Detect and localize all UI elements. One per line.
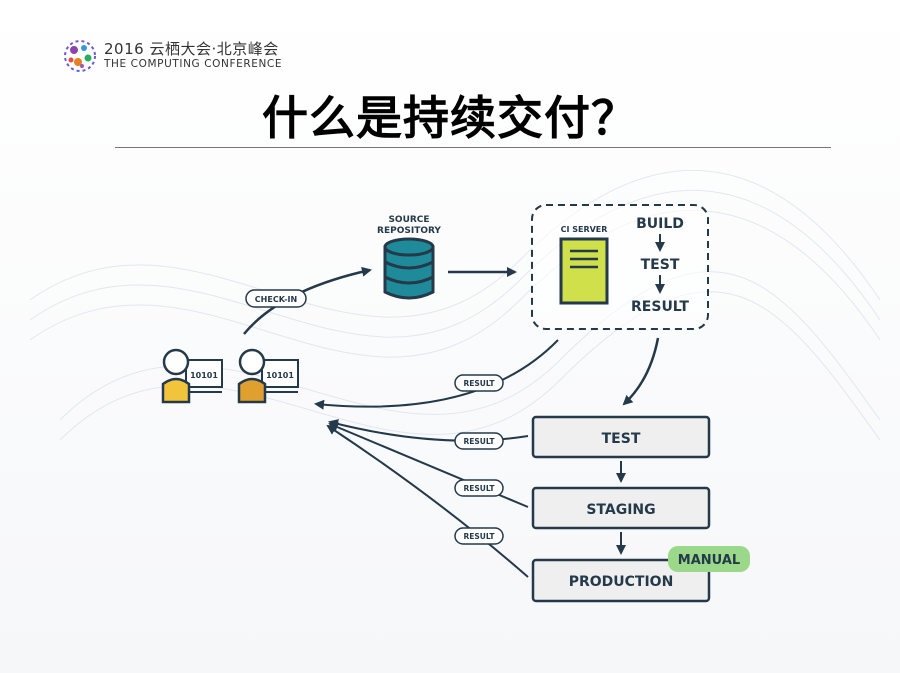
test-label: TEST xyxy=(641,257,680,273)
logo-subtitle: THE COMPUTING CONFERENCE xyxy=(104,58,283,70)
developer-1-screen-text: 10101 xyxy=(190,371,218,380)
result-label: RESULT xyxy=(631,299,689,315)
manual-badge-label: MANUAL xyxy=(678,553,740,568)
developer-1: 10101 xyxy=(161,348,223,404)
developer-2: 10101 xyxy=(237,348,299,404)
conference-logo: 2016 云栖大会·北京峰会 THE COMPUTING CONFERENCE xyxy=(62,36,322,76)
ci-server-label: CI SERVER xyxy=(561,225,608,234)
source-repository-label-line1: SOURCE xyxy=(388,215,429,225)
stage-production-label: PRODUCTION xyxy=(569,574,674,590)
result-pill-4-label: RESULT xyxy=(463,532,495,541)
slide-title: 什么是持续交付？ xyxy=(262,91,638,145)
result-pill-1-label: RESULT xyxy=(463,379,495,388)
result-pill-3-label: RESULT xyxy=(463,484,495,493)
database-icon xyxy=(383,237,435,300)
arrow-ci-to-test-stage xyxy=(622,337,660,406)
stage-test: TEST xyxy=(531,415,711,459)
developer-1-head xyxy=(162,348,190,376)
background-waves xyxy=(29,169,881,441)
developer-2-body xyxy=(237,377,267,404)
developer-2-head xyxy=(238,348,266,376)
stage-production: PRODUCTION xyxy=(531,558,711,603)
feedback-arrow-production xyxy=(326,424,529,578)
check-in-label: CHECK-IN xyxy=(255,295,297,304)
result-pill-2-label: RESULT xyxy=(463,437,495,446)
stage-staging: STAGING xyxy=(531,486,711,530)
feedback-arrow-ci xyxy=(314,339,559,410)
developer-1-body xyxy=(161,377,191,404)
feedback-arrow-test xyxy=(328,419,529,442)
feedback-arrow-staging xyxy=(328,422,529,508)
title-divider xyxy=(115,147,831,148)
developer-2-screen-text: 10101 xyxy=(266,371,294,380)
result-pill-2: RESULT xyxy=(454,432,504,450)
stage-staging-label: STAGING xyxy=(586,502,655,518)
logo-title: 2016 云栖大会·北京峰会 xyxy=(104,40,279,58)
source-repository-label-line2: REPOSITORY xyxy=(377,226,441,236)
ci-server-icon xyxy=(559,237,609,305)
result-pill-3: RESULT xyxy=(454,479,504,497)
manual-badge: MANUAL xyxy=(668,546,750,572)
stage-test-label: TEST xyxy=(602,431,641,447)
result-pill-4: RESULT xyxy=(454,527,504,545)
result-pill-1: RESULT xyxy=(454,374,504,392)
check-in-pill: CHECK-IN xyxy=(245,289,307,308)
conference-logo-icon xyxy=(64,40,96,72)
build-label: BUILD xyxy=(636,216,684,232)
